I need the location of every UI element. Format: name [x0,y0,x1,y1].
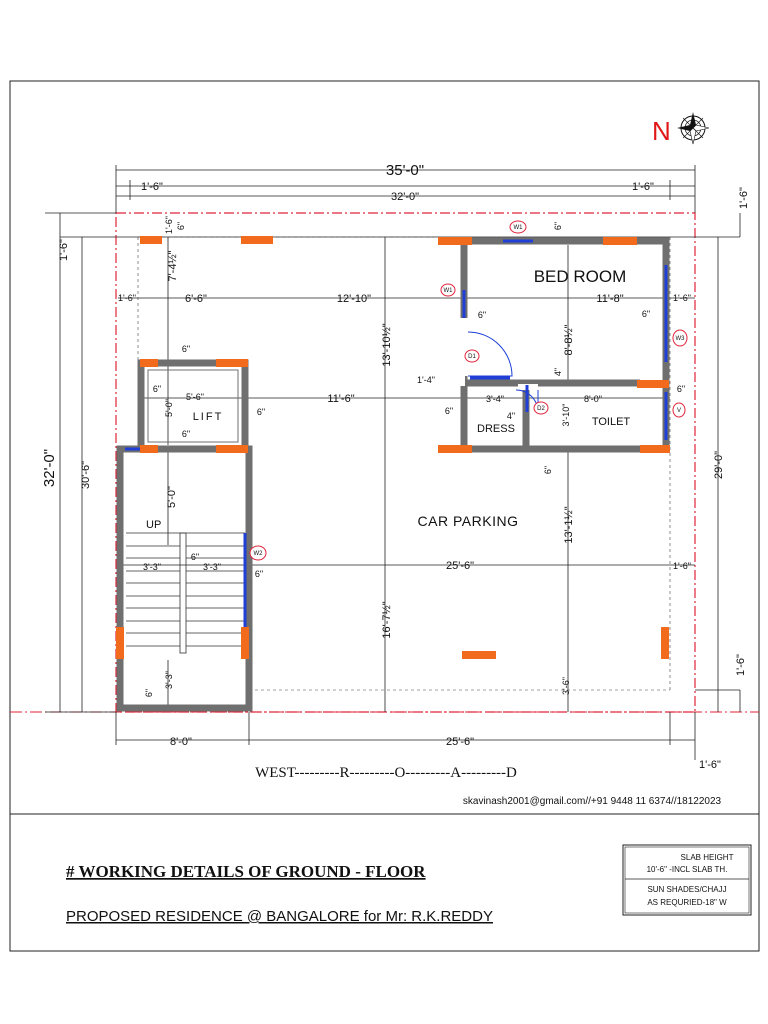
dim-stair-6: 6" [191,552,199,562]
dim-row1-b: 12'-10" [337,293,371,305]
compass-rose-icon [677,112,710,145]
columns [116,236,670,659]
plot-boundary [115,212,696,713]
dim-lift-5-6: 5'-6" [186,392,204,402]
dim-right-setback-top: 1'-6" [632,181,654,193]
opening-tags [249,220,688,561]
dim-top-7-4: 7'-4½" [167,250,179,281]
drawing-title: # WORKING DETAILS OF GROUND - FLOOR [66,862,426,881]
dim-row3-1-6: 1'-6" [673,561,691,571]
dim-top-small-6: 6" [176,222,186,230]
dim-stair-6-v: 6" [144,689,154,697]
road-label: WEST---------R---------O---------A------… [255,765,517,781]
dim-row1-c: 11'-8" [596,293,623,305]
room-label-toilet: TOILET [592,416,631,428]
dim-bed-6: 6" [478,310,486,320]
dim-row2-8-0: 8'-0" [584,394,602,404]
room-label-car-parking: CAR PARKING [418,513,519,529]
dim-depth-inner: 30'-6" [80,461,92,489]
tag-w1-top: W1 [514,225,524,231]
dim-right-side-bottom: 1'-6" [735,654,747,676]
dim-bottom-left-width: 8'-0" [170,736,192,748]
lift-inner [147,369,239,443]
dim-toilet-3-10: 3'-10" [561,404,571,427]
dim-stair-3-3-a: 3'-3" [143,562,161,572]
dim-row2-11-6: 11'-6" [327,393,354,405]
dim-v-13-1: 13'-1½" [563,506,575,543]
stair-up-label: UP [146,519,161,531]
dim-inner-width: 32'-0" [391,191,419,203]
room-label-bedroom: BED ROOM [534,267,627,286]
dim-dress-4: 4" [507,411,515,421]
dim-right-side-top: 1'-6" [738,187,750,209]
tag-w1-left: W1 [444,288,454,294]
north-label: N [652,116,671,146]
tag-d2-toilet: D2 [537,406,545,412]
dim-v-8-8: 8'-8½" [563,324,575,355]
dim-lift-6-left: 6" [153,384,161,394]
dim-row1-a: 6'-6" [185,293,207,305]
dim-row2-6-right: 6" [677,384,685,394]
room-label-lift: LIFT [193,411,224,423]
dim-stair-3-3-b: 3'-3" [203,562,221,572]
dim-top-window-6: 6" [553,222,563,230]
note-sun-line1: SUN SHADES/CHAJJ [647,885,726,894]
tag-w3-bed: W3 [676,336,686,342]
dim-overall-width: 35'-0" [386,162,424,179]
dim-row1-d: 1'-6" [673,293,691,303]
dim-lift-6-top: 6" [182,344,190,354]
drawing-subtitle: PROPOSED RESIDENCE @ BANGALORE for Mr: R… [66,908,493,925]
dim-dress-6: 6" [445,406,453,416]
dim-row2-3-4: 3'-4" [486,394,504,404]
dim-v-13-10: 13'-10½" [381,323,393,366]
staircase [126,532,245,654]
dim-v-6-below: 6" [543,466,553,474]
dim-stair-5-0: 5'-0" [166,486,178,508]
dim-right-depth: 29'-0" [713,451,725,479]
dim-bottom-right-width: 25'-6" [446,736,474,748]
dim-left-setback-top: 1'-6" [141,181,163,193]
dim-lift-5-0: 5'-0" [164,399,174,417]
dim-bottom-right: 1'-6" [699,759,721,771]
dim-v-3-6: 3'-6" [561,677,571,695]
dim-stair-3-3-v: 3'-3" [164,671,174,689]
tag-w2-stair: W2 [254,551,264,557]
title-frame [9,813,760,952]
dim-lift-6-bottom: 6" [182,429,190,439]
dim-left-side-top: 1'-6" [58,239,70,261]
dim-row1-left: 1'-6" [118,293,136,303]
note-sun-line2: AS REQURIED-18" W [647,898,727,907]
room-label-dress: DRESS [477,423,515,435]
dim-bed-6-right: 6" [642,309,650,319]
note-slab-line1: SLAB HEIGHT [681,853,734,862]
note-slab-line2: 10'-6" -INCL SLAB TH. [647,865,728,874]
setback-lines [137,236,671,691]
dim-top-1-6-small: 1'-6" [164,216,174,234]
dim-toilet-4: 4" [553,368,563,376]
dim-stair-6-right: 6" [255,569,263,579]
footer-credit: skavinash2001@gmail.com//+91 9448 11 637… [463,796,722,807]
windows [125,239,668,628]
dim-lift-6-right: 6" [257,407,265,417]
tag-v-toilet: V [677,408,681,414]
dim-overall-depth: 32'-0" [41,449,58,487]
dim-row2-1-4: 1'-4" [417,375,435,385]
dimension-lines [45,165,741,760]
tag-d1-bed: D1 [468,354,476,360]
notes-box [622,844,752,916]
walls [116,237,670,712]
dim-row3-25-6: 25'-6" [446,560,474,572]
dim-v-16-7: 16'-7½" [381,601,393,638]
